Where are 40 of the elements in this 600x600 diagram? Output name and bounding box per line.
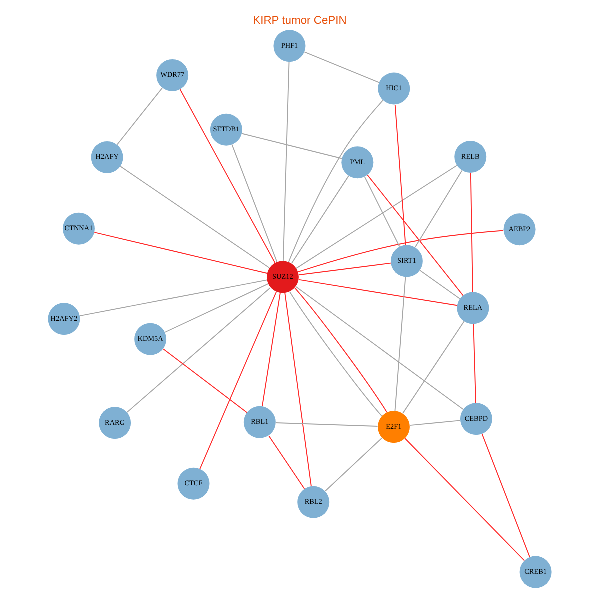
connector [298,230,504,273]
connector [262,292,281,407]
connector [291,176,350,264]
connector [120,166,270,268]
connector [420,270,461,300]
connector [482,434,530,558]
connector [414,170,463,248]
connector [296,165,458,270]
connector [116,88,163,146]
connector [364,176,400,248]
connector [298,279,458,306]
connector [268,436,306,490]
connector [80,280,268,317]
connector [200,292,278,470]
connector [275,422,378,427]
connector [242,133,343,160]
connector [94,232,268,274]
connector [294,288,388,413]
connector [409,420,461,426]
connector [394,104,406,246]
connector [470,172,474,293]
connector [164,284,269,333]
connector [298,262,392,276]
connector [325,438,383,492]
connector [282,62,290,262]
connector [402,321,465,414]
connector [367,174,464,296]
diagram-title: KIRP tumor CePIN [253,14,347,27]
connector [232,144,278,263]
connector [180,89,276,264]
connector [304,52,380,84]
connector [404,438,526,562]
connector [394,276,406,412]
connector [288,100,384,263]
connector [126,287,272,413]
connector [473,324,476,404]
connector [295,286,464,410]
connector [284,292,312,487]
connector [163,348,248,414]
connector [289,291,382,417]
